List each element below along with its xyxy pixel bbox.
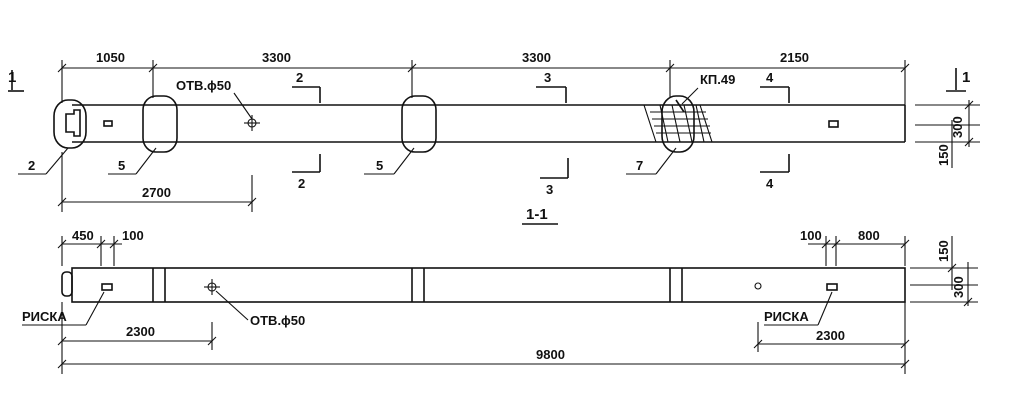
cut-3-bottom: 3 — [546, 182, 553, 197]
side-dim-300: 300 — [951, 276, 966, 298]
risk-label-right: РИСКА — [764, 309, 809, 324]
section-marker-label-right: 1 — [962, 69, 970, 86]
side-beam — [61, 267, 906, 303]
risk-label-left: РИСКА — [22, 309, 67, 324]
side-dim-150: 150 — [936, 240, 951, 262]
dim-2300-left: 2300 — [126, 324, 155, 339]
dim-2300-right: 2300 — [816, 328, 845, 343]
dim-3300-a: 3300 — [262, 50, 291, 65]
callout-5-a: 5 — [118, 158, 125, 173]
cut-2-bottom: 2 — [298, 176, 305, 191]
hole-label-side: ОТВ.ϕ50 — [250, 313, 305, 328]
cut-4-bottom: 4 — [766, 176, 774, 191]
kp-callout: КП.49 — [681, 72, 735, 105]
kp-label: КП.49 — [700, 72, 735, 87]
overall-dim: 9800 — [57, 347, 910, 369]
dim-3300-b: 3300 — [522, 50, 551, 65]
callout-7: 7 — [636, 158, 643, 173]
section-marker-left: 1 — [8, 69, 24, 92]
section-marker-right: 1 — [946, 68, 970, 92]
dim-100-right: 100 — [800, 228, 822, 243]
dim-100-left: 100 — [122, 228, 144, 243]
top-dimension-chain: 1050 3300 3300 2150 — [57, 50, 910, 105]
top-beam — [53, 95, 906, 153]
side-side-dims: 150 300 — [910, 236, 978, 307]
part-callouts: 2 5 5 7 — [18, 147, 677, 175]
dim-450: 450 — [72, 228, 94, 243]
cut-2-top: 2 — [296, 70, 303, 85]
dim-800: 800 — [858, 228, 880, 243]
dim-1050: 1050 — [96, 50, 125, 65]
dim-2700: 2700 — [142, 185, 171, 200]
cut-3-top: 3 — [544, 70, 551, 85]
dim-9800: 9800 — [536, 347, 565, 362]
dim-2700-group: 2700 — [57, 152, 257, 212]
cut-4-top: 4 — [766, 70, 774, 85]
dim-2150: 2150 — [780, 50, 809, 65]
side-top-dims: 450 100 100 800 — [57, 228, 910, 266]
side-callouts: РИСКА ОТВ.ϕ50 РИСКА — [22, 290, 833, 328]
section-title-label: 1-1 — [526, 206, 548, 223]
cut-markers-bottom: 2 3 4 — [292, 154, 790, 197]
top-hole-callout: ОТВ.ϕ50 — [176, 78, 253, 120]
side-2300-dims: 2300 2300 — [57, 302, 910, 374]
top-side-dims: 300 150 — [915, 100, 980, 168]
callout-5-b: 5 — [376, 158, 383, 173]
callout-2: 2 — [28, 158, 35, 173]
side-dim-300-top: 300 — [950, 116, 965, 138]
cut-markers-top: 2 3 4 — [292, 70, 790, 103]
hole-label-top: ОТВ.ϕ50 — [176, 78, 231, 93]
section-title: 1-1 — [522, 206, 558, 225]
side-dim-150-top: 150 — [936, 144, 951, 166]
